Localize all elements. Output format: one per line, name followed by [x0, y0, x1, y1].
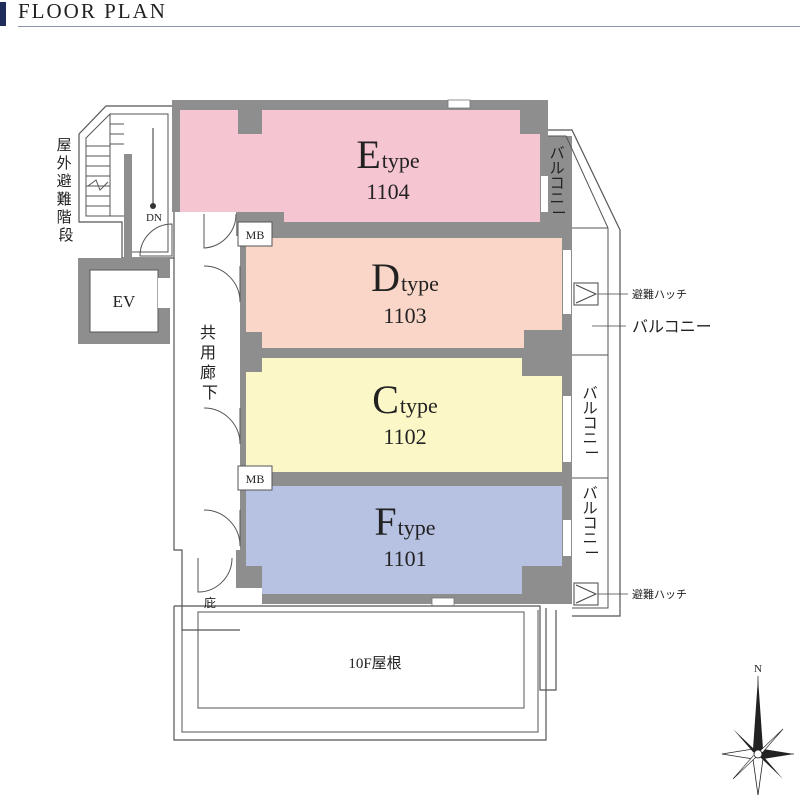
hatch-label-top: 避難ハッチ — [632, 287, 687, 301]
mb-closet-top — [237, 221, 273, 247]
ev-label: EV — [113, 292, 136, 311]
outdoor-stair-char: 屋 — [57, 138, 72, 154]
unit-e-type-label: Etype — [356, 132, 419, 177]
unit-d-room — [246, 238, 562, 348]
stair-treads — [86, 114, 124, 216]
balcony-c-char: ル — [583, 401, 598, 417]
header: FLOOR PLAN — [0, 0, 800, 30]
balcony-c-char: バ — [583, 386, 598, 402]
door-swings — [139, 213, 241, 593]
unit-f-type-label: Ftype — [374, 499, 435, 544]
dn-label: DN — [146, 212, 162, 224]
balcony-c-char: コ — [583, 416, 598, 432]
unit-c-number: 1102 — [383, 424, 426, 449]
unit-d-letter: D — [371, 255, 400, 300]
balcony-c-label: バ ル コ ニ ー — [583, 386, 602, 462]
balcony-d-label: バルコニー — [632, 319, 712, 336]
balcony-c-char: ニ — [583, 431, 598, 447]
roof-parapet — [181, 610, 539, 733]
outdoor-stair-char: 難 — [57, 191, 72, 208]
corridor-char: 廊 — [200, 364, 216, 382]
unit-f-letter: F — [374, 499, 396, 544]
unit-d-number: 1103 — [383, 303, 426, 328]
corridor-char: 用 — [200, 345, 216, 362]
unit-c-type-label: Ctype — [372, 377, 438, 422]
unit-d-type-label: Dtype — [371, 255, 439, 300]
mb-label-top: MB — [246, 228, 265, 242]
unit-e-suffix: type — [382, 148, 420, 173]
unit-e-letter: E — [356, 132, 380, 177]
window-c-balcony — [563, 396, 571, 462]
balcony-e-char: ニ — [550, 191, 565, 207]
balcony-f-char: ニ — [583, 531, 598, 547]
roof-label: 10F屋根 — [348, 655, 401, 672]
stair-core-wall — [124, 154, 132, 258]
balcony-e-char: コ — [550, 176, 565, 192]
unit-e-number: 1104 — [366, 179, 409, 204]
balcony-f-char: コ — [583, 516, 598, 532]
outdoor-stair-char: 避 — [57, 173, 72, 190]
unit-f-room — [246, 486, 562, 594]
balcony-f-char: ー — [584, 546, 599, 562]
unit-c-letter: C — [372, 377, 399, 422]
balcony-f-label: バ ル コ ニ ー — [583, 486, 602, 562]
mb-label-bottom: MB — [246, 472, 265, 486]
unit-d-suffix: type — [401, 271, 439, 296]
evacuation-hatch-top — [573, 282, 628, 306]
balcony-outline-outer — [548, 129, 621, 617]
corridor-char: 共 — [200, 324, 216, 342]
garden-label: 庇 — [204, 595, 216, 610]
unit-c-room — [246, 358, 562, 472]
window-bottom — [431, 597, 455, 607]
unit-e-room — [180, 110, 540, 222]
balcony-e-char: ル — [550, 161, 565, 177]
outdoor-stair-char: 外 — [57, 155, 72, 172]
header-accent-bar — [0, 2, 6, 26]
outdoor-stair-label: 屋 外 避 難 階 段 — [57, 138, 76, 244]
roof-outline — [173, 605, 557, 741]
balcony-e-char: ー — [551, 206, 566, 222]
evacuation-hatch-bottom — [573, 582, 628, 606]
corridor-label: 共 用 廊 下 — [200, 324, 220, 402]
window-e-balcony — [541, 176, 548, 212]
corridor-outline — [173, 258, 240, 631]
window-f-balcony — [563, 520, 571, 556]
balcony-e-label: バ ル コ ニ ー — [550, 146, 569, 222]
north-compass: N — [721, 663, 794, 796]
balcony-f-char: ル — [583, 501, 598, 517]
balcony-c-char: ー — [584, 446, 599, 462]
dn-arrow-dot — [150, 203, 156, 209]
elevator-door-gap — [158, 278, 170, 308]
roof-inner — [197, 611, 525, 709]
header-rule — [18, 26, 800, 27]
window-d-balcony — [563, 250, 571, 314]
balcony-f-char: バ — [583, 486, 598, 502]
hatch-label-bottom: 避難ハッチ — [632, 587, 687, 601]
outdoor-stair-char: 段 — [58, 227, 73, 244]
unit-c-suffix: type — [400, 393, 438, 418]
balcony-e-char: バ — [550, 146, 565, 162]
north-label: N — [754, 663, 762, 675]
corridor-char: 下 — [202, 385, 218, 402]
outdoor-stair-char: 階 — [57, 209, 72, 226]
outdoor-stair-inner — [85, 113, 169, 253]
window-top — [447, 99, 471, 109]
mb-closet-bottom — [237, 465, 273, 491]
balcony-dividers — [572, 227, 608, 479]
page-title: FLOOR PLAN — [18, 0, 167, 23]
unit-f-number: 1101 — [383, 546, 426, 571]
unit-f-suffix: type — [398, 515, 436, 540]
